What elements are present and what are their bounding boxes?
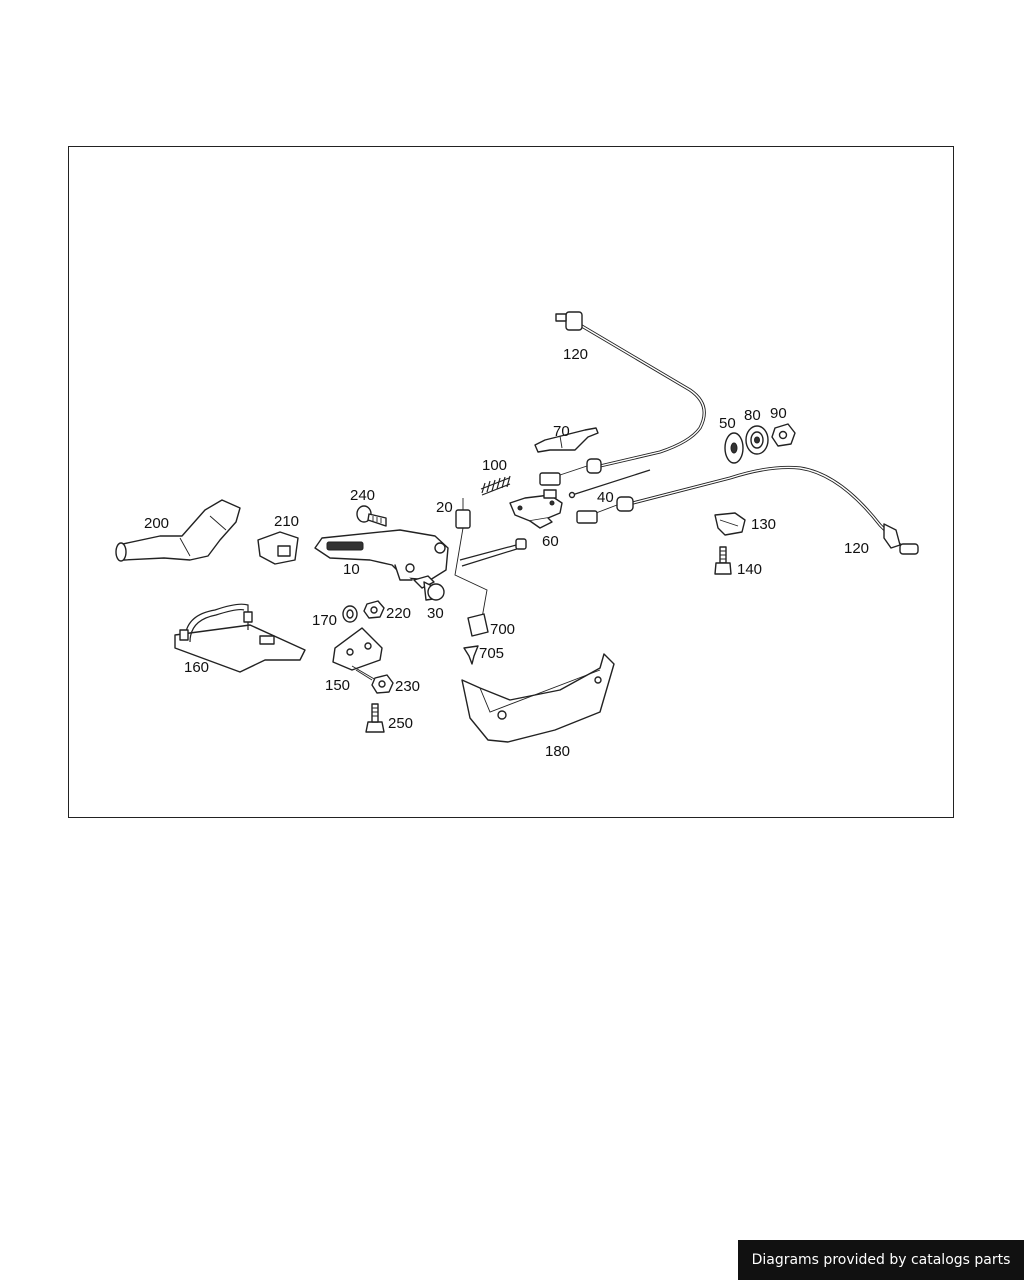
label-60: 60 <box>542 533 559 550</box>
part-150-bracket[interactable] <box>332 627 383 681</box>
part-50-washer[interactable] <box>724 432 744 464</box>
label-120-lower: 120 <box>844 540 869 557</box>
label-140: 140 <box>737 561 762 578</box>
label-705: 705 <box>479 645 504 662</box>
part-10-handbrake-lever[interactable] <box>314 529 449 581</box>
part-100-spring[interactable] <box>480 475 511 496</box>
diagram-frame <box>68 146 954 818</box>
part-140-bolt[interactable] <box>714 546 732 575</box>
part-220-nut[interactable] <box>363 600 385 619</box>
label-20: 20 <box>436 499 453 516</box>
part-120-upper-cable[interactable] <box>539 311 706 486</box>
label-160: 160 <box>184 659 209 676</box>
label-700: 700 <box>490 621 515 638</box>
label-130: 130 <box>751 516 776 533</box>
label-90: 90 <box>770 405 787 422</box>
leader-lines <box>355 669 373 681</box>
label-100: 100 <box>482 457 507 474</box>
part-60-lever-mechanism[interactable] <box>509 489 563 529</box>
label-210: 210 <box>274 513 299 530</box>
label-220: 220 <box>386 605 411 622</box>
part-180-cover-panel[interactable] <box>461 653 615 743</box>
part-80-pulley[interactable] <box>745 425 769 455</box>
footer-credit: Diagrams provided by catalogs parts <box>738 1240 1024 1280</box>
label-70: 70 <box>553 423 570 440</box>
label-30: 30 <box>427 605 444 622</box>
label-180: 180 <box>545 743 570 760</box>
part-200-handle-grip[interactable] <box>115 499 241 562</box>
part-130-clip[interactable] <box>714 512 746 536</box>
part-20-switch[interactable] <box>454 498 488 619</box>
label-170: 170 <box>312 612 337 629</box>
part-170-grommet[interactable] <box>342 605 358 623</box>
part-250-bolt[interactable] <box>365 703 385 733</box>
part-240-bolt[interactable] <box>356 505 387 527</box>
label-40: 40 <box>597 489 614 506</box>
label-200: 200 <box>144 515 169 532</box>
part-70-bracket[interactable] <box>534 427 599 453</box>
label-150: 150 <box>325 677 350 694</box>
part-705-plug[interactable] <box>463 645 479 665</box>
label-50: 50 <box>719 415 736 432</box>
label-10: 10 <box>343 561 360 578</box>
label-80: 80 <box>744 407 761 424</box>
part-160-mounting-bracket[interactable] <box>174 603 306 673</box>
part-40-spring[interactable] <box>568 469 651 499</box>
part-210-cover[interactable] <box>257 531 299 565</box>
part-700-connector[interactable] <box>467 613 489 637</box>
part-90-nut[interactable] <box>771 423 796 447</box>
part-front-cable[interactable] <box>459 538 527 567</box>
label-230: 230 <box>395 678 420 695</box>
part-230-nut[interactable] <box>371 674 394 694</box>
part-120-lower-cable[interactable] <box>576 465 919 555</box>
part-30-bolt[interactable] <box>413 575 445 601</box>
label-250: 250 <box>388 715 413 732</box>
label-120-upper: 120 <box>563 346 588 363</box>
label-240: 240 <box>350 487 375 504</box>
